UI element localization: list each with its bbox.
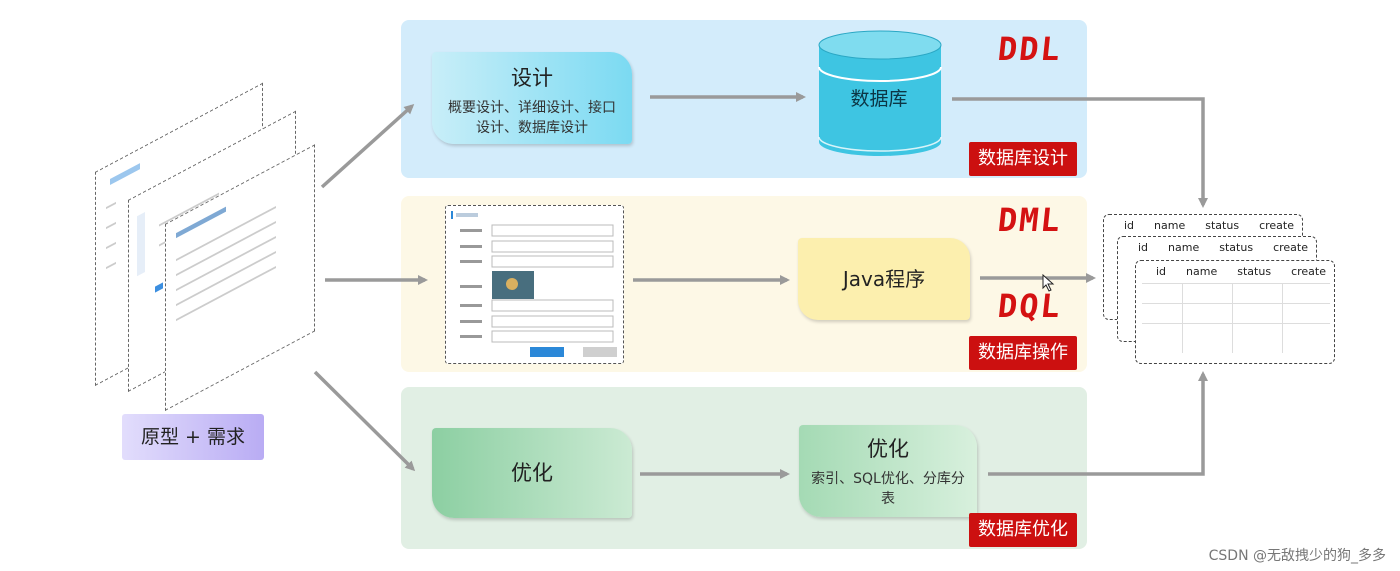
column-name: name <box>1186 265 1218 278</box>
column-id: id <box>1138 241 1149 254</box>
form-mockup-image <box>451 211 617 357</box>
design-title: 设计 <box>511 66 553 90</box>
java-program-card: Java程序 <box>798 238 970 320</box>
column-create: create <box>1259 219 1294 232</box>
arrow-prototype-to-design <box>320 103 415 189</box>
database-optimize-tag: 数据库优化 <box>969 513 1077 547</box>
column-status: status <box>1237 265 1272 278</box>
column-create: create <box>1291 265 1326 278</box>
optimize-card-right: 优化 索引、SQL优化、分库分表 <box>799 425 977 517</box>
database-label: 数据库 <box>850 88 908 110</box>
table-grid <box>1142 283 1330 353</box>
arrow-prototype-to-optimize <box>313 370 416 472</box>
database-operation-tag: 数据库操作 <box>969 336 1077 370</box>
table-header: id name status create <box>1118 237 1316 254</box>
arrow-database-to-table <box>952 97 1208 208</box>
ddl-annotation: DDL <box>996 30 1064 68</box>
table-stack-front: id name status create <box>1135 260 1335 364</box>
prototype-page-3 <box>165 144 315 411</box>
arrow-optimize-to-table <box>988 371 1208 476</box>
dml-annotation: DML <box>996 201 1064 239</box>
prototype-page-1-image <box>106 163 140 270</box>
dql-annotation: DQL <box>996 287 1064 325</box>
design-card: 设计 概要设计、详细设计、接口设计、数据库设计 <box>432 52 632 144</box>
column-status: status <box>1205 219 1240 232</box>
prototype-page-1 <box>95 82 263 386</box>
optimize-right-subtitle: 索引、SQL优化、分库分表 <box>811 471 965 507</box>
column-name: name <box>1168 241 1200 254</box>
table-header: id name status create <box>1136 261 1334 278</box>
column-id: id <box>1124 219 1135 232</box>
database-cylinder-icon <box>818 30 942 156</box>
design-subtitle: 概要设计、详细设计、接口设计、数据库设计 <box>448 100 616 136</box>
prototype-page-3-image <box>176 205 276 322</box>
employee-form-mockup <box>445 205 624 364</box>
mouse-cursor-icon <box>1042 274 1055 292</box>
watermark: CSDN @无敌拽少的狗_多多 <box>1208 548 1386 564</box>
column-name: name <box>1154 219 1186 232</box>
database-design-tag: 数据库设计 <box>969 142 1077 176</box>
prototype-requirement-label: 原型 + 需求 <box>122 414 264 460</box>
column-create: create <box>1273 241 1308 254</box>
optimize-card-left: 优化 <box>432 428 632 518</box>
column-id: id <box>1156 265 1167 278</box>
optimize-right-title: 优化 <box>867 437 909 461</box>
column-status: status <box>1219 241 1254 254</box>
table-header: id name status create <box>1104 215 1302 232</box>
